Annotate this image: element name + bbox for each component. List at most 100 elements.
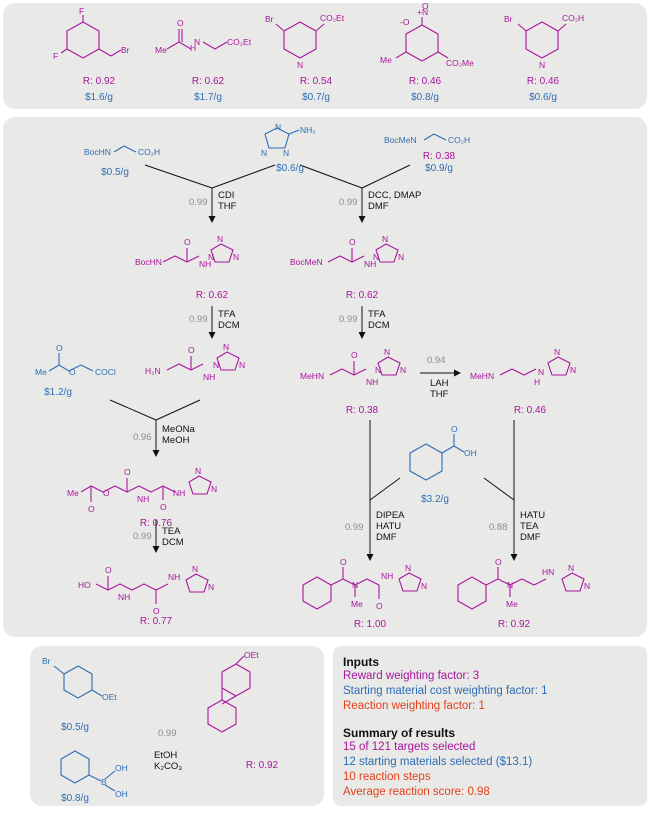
- svg-text:CO₂Et: CO₂Et: [227, 37, 252, 47]
- target-1-cost: $1.6/g: [85, 92, 113, 103]
- product-acetoxyacetyl-glycyl-amide: Me O O O NH O NH N N: [67, 466, 217, 514]
- svg-text:Br: Br: [42, 656, 51, 666]
- svg-text:O: O: [451, 424, 458, 434]
- svg-text:N: N: [213, 360, 219, 370]
- svg-text:O: O: [177, 18, 184, 28]
- svg-text:BocHN: BocHN: [84, 147, 111, 157]
- svg-text:H₂N: H₂N: [145, 366, 161, 376]
- svg-text:O: O: [184, 237, 191, 247]
- svg-text:NH: NH: [168, 572, 180, 582]
- svg-text:CO₂Me: CO₂Me: [446, 58, 474, 68]
- svg-text:NH: NH: [364, 259, 376, 269]
- sm-boc-glycine: BocHN CO₂H: [84, 145, 160, 157]
- svg-text:BocMeN: BocMeN: [290, 257, 323, 267]
- average-reaction-score: Average reaction score: 0.98: [343, 786, 490, 798]
- svg-text:N: N: [208, 252, 214, 262]
- svg-text:H: H: [190, 43, 196, 53]
- svg-text:O: O: [103, 488, 110, 498]
- svg-text:N: N: [275, 122, 281, 132]
- svg-text:Me: Me: [155, 45, 167, 55]
- svg-text:N: N: [233, 252, 239, 262]
- reaction-factor: Reaction weighting factor: 1: [343, 700, 485, 712]
- target-acetylglycine-ester: Me O H N CO₂Et: [155, 18, 252, 55]
- svg-text:O: O: [340, 557, 347, 567]
- svg-text:N: N: [223, 342, 229, 352]
- svg-text:O: O: [349, 237, 356, 247]
- svg-text:Br: Br: [121, 45, 130, 55]
- rxn-1-cond: CDI THF: [218, 190, 237, 212]
- product-boc-sar-amide: BocMeN O NH N N N: [290, 234, 404, 269]
- cost-factor: Starting material cost weighting factor:…: [343, 685, 548, 697]
- svg-text:NH: NH: [118, 592, 130, 602]
- svg-text:N: N: [538, 367, 544, 377]
- svg-text:O: O: [160, 502, 167, 512]
- svg-text:NH: NH: [366, 377, 378, 387]
- svg-text:N: N: [297, 60, 303, 70]
- product-glycyl-amide: H₂N O NH N N N: [145, 342, 245, 382]
- svg-text:F: F: [53, 51, 58, 61]
- target-bromonicotinic-acid: Br CO₂H N: [504, 13, 584, 70]
- target-nitro-methylbenzoate: +N -O O Me CO₂Me: [380, 1, 474, 68]
- svg-text:O: O: [105, 565, 112, 575]
- product-cyclohexanoyl-sarcosyl-amide: O N Me O NH N N: [302, 557, 427, 611]
- svg-text:MeHN: MeHN: [300, 371, 324, 381]
- svg-text:NH: NH: [137, 494, 149, 504]
- svg-text:N: N: [421, 581, 427, 591]
- svg-text:N: N: [352, 580, 358, 590]
- svg-text:N: N: [382, 234, 388, 244]
- sm-bromophenetole: Br OEt: [42, 656, 117, 702]
- svg-text:NH: NH: [173, 488, 185, 498]
- suzuki-prob: 0.99: [158, 728, 177, 739]
- sm-cyclohexanecarboxylic-acid: O OH: [409, 424, 477, 481]
- svg-text:NH: NH: [203, 372, 215, 382]
- svg-text:N: N: [375, 365, 381, 375]
- svg-text:BocMeN: BocMeN: [384, 135, 417, 145]
- svg-text:O: O: [88, 504, 95, 514]
- target-bromonicotinate: Br CO₂Et N: [265, 13, 345, 70]
- svg-text:H: H: [534, 377, 540, 387]
- svg-text:Br: Br: [504, 14, 513, 24]
- product-sarcosyl-amide: MeHN O NH N N N: [300, 347, 406, 387]
- svg-text:Me: Me: [67, 488, 79, 498]
- svg-text:B: B: [101, 777, 107, 787]
- svg-text:N: N: [384, 347, 390, 357]
- svg-text:N: N: [283, 148, 289, 158]
- svg-text:N: N: [554, 347, 560, 357]
- suzuki-panel: [30, 646, 324, 806]
- svg-text:OH: OH: [115, 789, 128, 799]
- svg-text:Me: Me: [506, 599, 518, 609]
- svg-text:N: N: [400, 365, 406, 375]
- reaction-steps: 10 reaction steps: [343, 771, 431, 783]
- svg-text:O: O: [124, 467, 131, 477]
- svg-text:HN: HN: [542, 567, 554, 577]
- svg-text:NH: NH: [381, 571, 393, 581]
- svg-text:-O: -O: [400, 17, 410, 27]
- svg-text:N: N: [507, 580, 513, 590]
- reward-factor: Reward weighting factor: 3: [343, 670, 480, 682]
- svg-text:BocHN: BocHN: [135, 257, 162, 267]
- svg-text:Me: Me: [380, 55, 392, 65]
- target-1-reward: R: 0.92: [82, 76, 116, 87]
- sm-boc-sarcosine: BocMeN CO₂H: [384, 133, 470, 145]
- svg-text:N: N: [568, 563, 574, 573]
- svg-text:HO: HO: [78, 580, 91, 590]
- summary-panel: Inputs Reward weighting factor: 3 Starti…: [333, 646, 647, 806]
- svg-text:O: O: [69, 367, 76, 377]
- svg-text:N: N: [194, 37, 200, 47]
- svg-text:Me: Me: [35, 367, 47, 377]
- svg-text:N: N: [192, 564, 198, 574]
- svg-text:N: N: [570, 365, 576, 375]
- atom-F: F: [79, 6, 84, 16]
- svg-text:N: N: [211, 484, 217, 494]
- svg-text:N: N: [584, 581, 590, 591]
- svg-text:OEt: OEt: [244, 650, 259, 660]
- svg-text:Me: Me: [351, 599, 363, 609]
- svg-text:Br: Br: [265, 14, 274, 24]
- svg-text:N: N: [539, 60, 545, 70]
- svg-text:N: N: [405, 563, 411, 573]
- main-route-panel: [3, 117, 647, 637]
- svg-text:CO₂H: CO₂H: [138, 147, 160, 157]
- svg-text:O: O: [351, 350, 358, 360]
- sm-acetoxyacetyl-chloride: Me O O COCl: [35, 343, 116, 377]
- svg-text:N: N: [217, 234, 223, 244]
